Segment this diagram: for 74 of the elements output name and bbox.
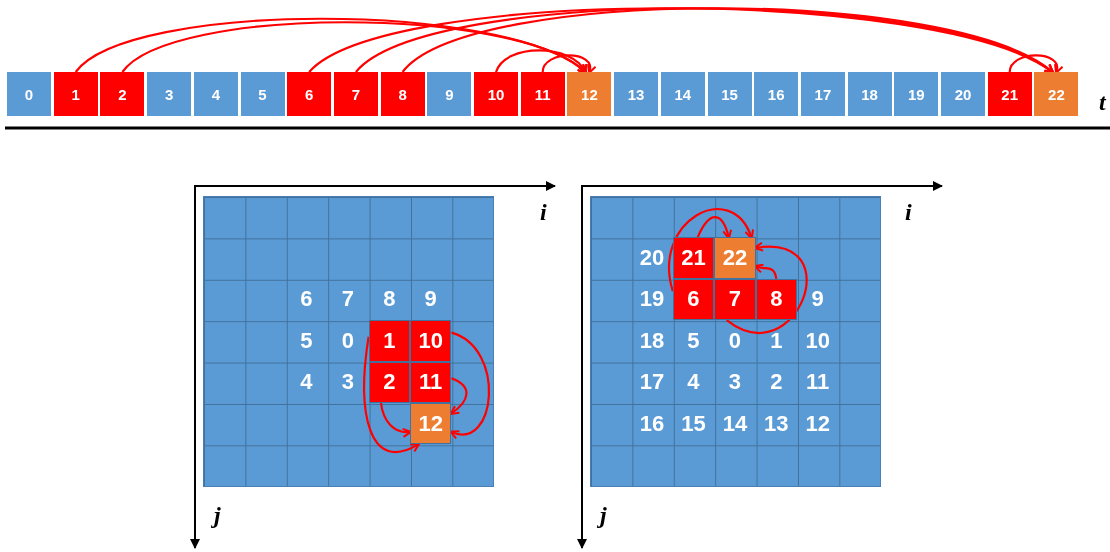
arrow xyxy=(449,377,468,415)
timeline-cell: 14 xyxy=(660,72,705,116)
axis-label: i xyxy=(905,200,912,224)
timeline-cell: 4 xyxy=(193,72,238,116)
arrow xyxy=(726,242,808,334)
timeline-cell: 13 xyxy=(614,72,659,116)
cell-number: 0 xyxy=(714,320,756,362)
cell-number: 11 xyxy=(797,361,839,403)
timeline-cell: 8 xyxy=(380,72,425,116)
cell-number: 15 xyxy=(672,403,715,445)
grid-cell: 7 xyxy=(714,278,756,321)
arrow xyxy=(363,336,421,454)
arrow xyxy=(1008,54,1063,74)
timeline-cell: 7 xyxy=(333,72,378,116)
grid-cell: 10 xyxy=(410,320,452,362)
timeline-cell: 6 xyxy=(287,72,332,116)
cell-number: 9 xyxy=(410,278,452,321)
grid-cell: 1 xyxy=(368,320,410,362)
grid-cell: 2 xyxy=(368,361,410,403)
timeline-cell: 15 xyxy=(707,72,752,116)
cell-number: 7 xyxy=(327,278,369,321)
cell-number: 5 xyxy=(672,320,715,362)
arrow xyxy=(379,402,412,438)
timeline-cell: 11 xyxy=(520,72,565,116)
arrow xyxy=(495,49,587,74)
cell-number: 1 xyxy=(755,320,797,362)
arrow xyxy=(696,216,732,240)
grid-cell: 21 xyxy=(672,237,715,279)
cell-number: 4 xyxy=(285,361,328,403)
cell-number: 13 xyxy=(755,403,797,445)
timeline-cell: 10 xyxy=(474,72,518,116)
cell-number: 6 xyxy=(285,278,328,321)
timeline-cell: 0 xyxy=(7,72,51,116)
arrow xyxy=(121,21,588,74)
cell-number: 10 xyxy=(797,320,839,362)
timeline-cell: 20 xyxy=(941,72,985,116)
cell-number: 12 xyxy=(797,403,839,445)
timeline-cell: 18 xyxy=(847,72,892,116)
cell-number: 17 xyxy=(631,361,673,403)
timeline-cell: 22 xyxy=(1034,72,1079,116)
cell-number: 5 xyxy=(285,320,328,362)
cell-number: 20 xyxy=(631,237,673,279)
cell-number: 0 xyxy=(327,320,369,362)
cell-number: 8 xyxy=(368,278,410,321)
timeline-cell: 1 xyxy=(53,72,98,116)
axis-label: i xyxy=(540,200,547,224)
timeline-cell: 12 xyxy=(567,72,612,116)
timeline-cell: 5 xyxy=(240,72,285,116)
timeline-cell: 19 xyxy=(894,72,939,116)
timeline-cell: 17 xyxy=(800,72,845,116)
grid-cell: 6 xyxy=(672,278,715,321)
arrow xyxy=(449,331,490,439)
grid-cell: 12 xyxy=(410,403,452,445)
cell-number: 16 xyxy=(631,403,673,445)
timeline-cell: 2 xyxy=(100,72,145,116)
cell-number: 3 xyxy=(327,361,369,403)
grid-cell: 11 xyxy=(410,361,452,403)
grid-cell: 8 xyxy=(755,278,797,321)
arrow xyxy=(753,263,778,279)
cell-number: 18 xyxy=(631,320,673,362)
cell-number: 14 xyxy=(714,403,756,445)
axis-label: t xyxy=(1099,90,1106,114)
arrow xyxy=(541,54,596,74)
cell-number: 3 xyxy=(714,361,756,403)
cell-number: 2 xyxy=(755,361,797,403)
cell-number: 19 xyxy=(631,278,673,321)
timeline-cell: 9 xyxy=(427,72,472,116)
timeline-cell: 16 xyxy=(754,72,799,116)
grid-cell: 22 xyxy=(714,237,756,279)
timeline-cell: 3 xyxy=(147,72,192,116)
cell-number: 9 xyxy=(797,278,839,321)
cell-number: 4 xyxy=(672,361,715,403)
timeline-cell: 21 xyxy=(987,72,1032,116)
arrow xyxy=(668,208,754,292)
